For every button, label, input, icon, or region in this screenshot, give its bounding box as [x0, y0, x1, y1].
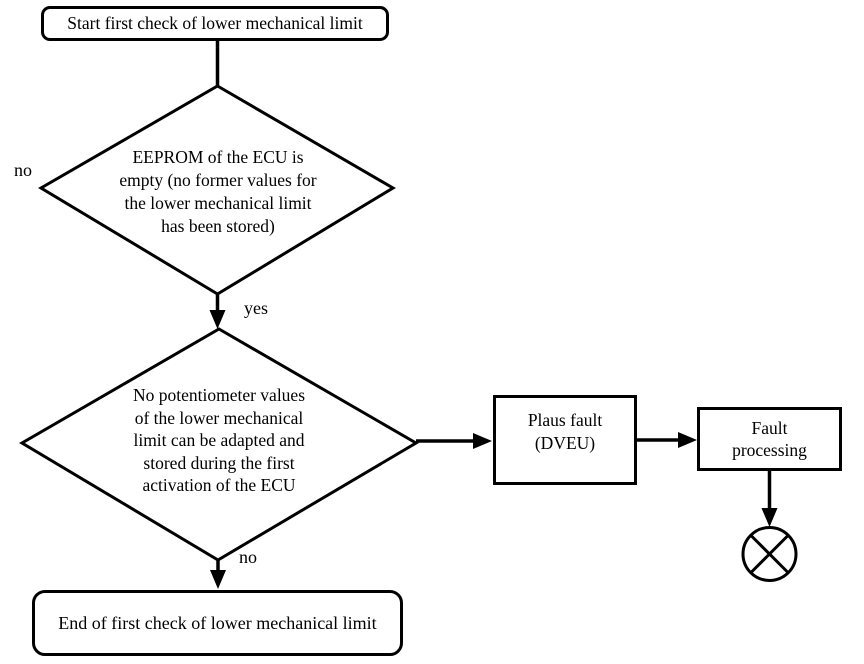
edge-label-decision2-no: no: [239, 547, 257, 567]
arrowhead-decision1-to-decision2: [209, 310, 226, 329]
arrowhead-plaus-fault-to-fault-processing: [678, 432, 697, 448]
decision2-label: No potentiometer values of the lower mec…: [132, 385, 306, 495]
edge-label-decision1-yes: yes: [244, 298, 268, 318]
edge-label-decision1-no: no: [14, 160, 32, 180]
end-node-label: End of first check of lower mechanical l…: [58, 612, 377, 633]
fault-processing-label-line2: processing: [732, 440, 807, 460]
end-node: End of first check of lower mechanical l…: [32, 590, 403, 656]
fault-processing-node: Fault processing: [697, 407, 842, 471]
plaus-fault-label-line1: Plaus fault: [527, 410, 603, 430]
plaus-fault-node: Plaus fault (DVEU): [493, 395, 637, 485]
decision1-label: EEPROM of the ECU is empty (no former va…: [119, 147, 317, 236]
start-node-label: Start first check of lower mechanical li…: [67, 13, 363, 33]
fault-processing-label-line1: Fault: [751, 418, 788, 438]
start-node: Start first check of lower mechanical li…: [41, 6, 389, 41]
plaus-fault-label-line2: (DVEU): [534, 433, 596, 453]
crossed-circle-diagonal-2: [749, 534, 790, 574]
arrowhead-fault-processing-to-lamp: [761, 508, 778, 527]
arrowhead-decision2-to-plaus-fault: [473, 433, 492, 449]
arrowhead-decision2-to-end: [210, 570, 226, 589]
